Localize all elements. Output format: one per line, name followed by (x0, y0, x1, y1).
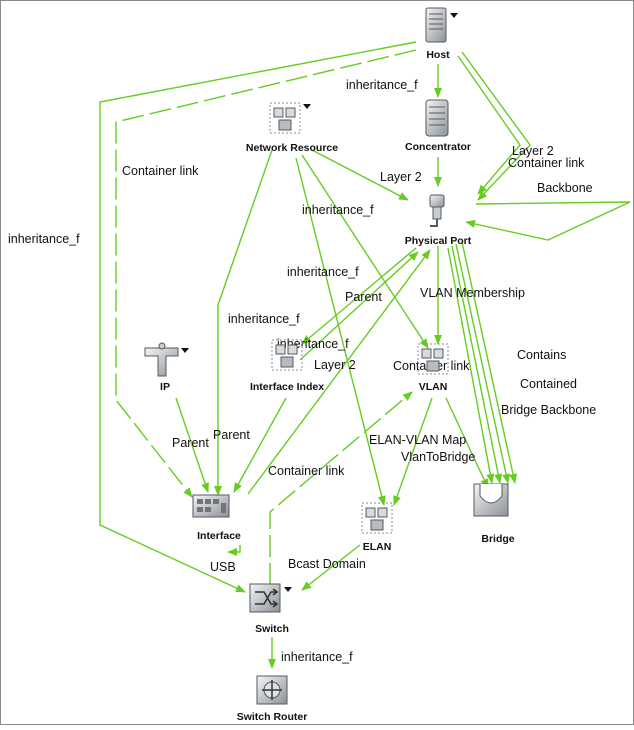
pipe-tap-icon (144, 342, 179, 377)
edge-port-bridge-2 (451, 245, 503, 484)
edge-label: VlanToBridge (401, 450, 475, 464)
network-group-icon (271, 339, 303, 371)
dropdown-caret-icon[interactable] (181, 348, 189, 353)
node-label: Interface Index (250, 381, 324, 393)
bridge-icon (473, 483, 509, 517)
node-label: Bridge (481, 533, 514, 545)
edge-label: VLAN Membership (420, 286, 525, 300)
network-group-icon (269, 102, 301, 134)
server-tower-icon (425, 7, 447, 43)
edge-label: Container link (508, 156, 585, 170)
edge-label: Layer 2 (380, 170, 422, 184)
edge-elan-switch (301, 544, 361, 591)
node-concentrator[interactable]: Concentrator (405, 99, 471, 153)
edge-nr-elan (295, 157, 386, 506)
edge-ii-interface (233, 397, 287, 493)
edge-label: inheritance_f (281, 650, 353, 664)
edge-port-interface-index (301, 247, 417, 345)
edge-vlan-bridge (445, 397, 489, 489)
node-label: Physical Port (405, 235, 472, 247)
server-tower-icon (425, 99, 449, 137)
edge-host-interface-dashed (115, 49, 417, 498)
node-label: VLAN (419, 381, 448, 393)
edge-label: Layer 2 (512, 144, 554, 158)
edge-label: inheritance_f (8, 232, 80, 246)
edge-label: Parent (345, 290, 382, 304)
edge-label: Container link (268, 464, 345, 478)
edge-label: ELAN-VLAN Map (369, 433, 466, 447)
node-label: Switch Router (237, 711, 308, 723)
router-icon (256, 675, 288, 705)
edge-label: inheritance_f (287, 265, 359, 279)
edge-label: Contained (520, 377, 577, 391)
node-physical-port[interactable]: Physical Port (405, 194, 472, 247)
edge-ii-physical-port (299, 251, 419, 361)
node-interface-index[interactable]: Interface Index (250, 339, 324, 393)
node-vlan[interactable]: VLAN (417, 343, 449, 393)
node-elan[interactable]: ELAN (361, 502, 393, 553)
edge-labels: inheritance_f Layer 2 Container link Con… (8, 78, 596, 664)
circuit-card-icon (192, 494, 230, 518)
node-label: Interface (197, 530, 241, 542)
edge-label: Bridge Backbone (501, 403, 596, 417)
edges (99, 41, 631, 669)
node-interface[interactable]: Interface (192, 494, 241, 542)
edge-backbone-loop (465, 201, 631, 241)
node-host[interactable]: Host (425, 7, 458, 61)
dropdown-caret-icon[interactable] (450, 13, 458, 18)
edge-label: Parent (172, 436, 209, 450)
edge-host-physical-port-container (461, 51, 531, 201)
edge-host-switch (99, 41, 417, 593)
node-switch[interactable]: Switch (249, 583, 292, 635)
edge-label: inheritance_f (302, 203, 374, 217)
edge-label: inheritance_f (346, 78, 418, 92)
edge-label: Parent (213, 428, 250, 442)
edge-switch-vlan-dashed (269, 391, 413, 585)
node-label: Switch (255, 623, 289, 635)
edge-nr-physical-port (311, 149, 409, 201)
port-connector-icon (429, 194, 445, 227)
node-ip[interactable]: IP (144, 342, 189, 393)
edge-nr-vlan (301, 154, 429, 349)
network-group-icon (361, 502, 393, 534)
edge-ip-interface (175, 397, 209, 493)
node-label: Network Resource (246, 142, 338, 154)
node-label: Concentrator (405, 141, 471, 153)
switch-arrows-icon (249, 583, 281, 613)
edge-label: Contains (517, 348, 566, 362)
node-label: IP (160, 381, 170, 393)
node-network-resource[interactable]: Network Resource (246, 102, 338, 154)
edge-port-bridge-3 (455, 243, 510, 484)
edge-label: Container link (122, 164, 199, 178)
edge-port-bridge-4 (461, 241, 517, 484)
edge-host-physical-port-layer2 (457, 55, 521, 195)
node-label: Host (426, 49, 450, 61)
edge-label: inheritance_f (228, 312, 300, 326)
edge-label: USB (210, 560, 236, 574)
edge-vlan-elan (393, 397, 433, 506)
dropdown-caret-icon[interactable] (303, 104, 311, 109)
node-switch-router[interactable]: Switch Router (237, 675, 308, 723)
node-label: ELAN (363, 541, 392, 553)
edge-label: Backbone (537, 181, 593, 195)
edge-label: Layer 2 (314, 358, 356, 372)
edge-nr-interface (214, 149, 273, 496)
network-group-icon (417, 343, 449, 375)
dropdown-caret-icon[interactable] (284, 587, 292, 592)
edge-usb-loop (227, 545, 241, 556)
edge-port-bridge-1 (447, 247, 495, 484)
edge-interface-physical-port (247, 249, 431, 495)
edge-label: Bcast Domain (288, 557, 366, 571)
node-bridge[interactable]: Bridge (473, 483, 515, 545)
